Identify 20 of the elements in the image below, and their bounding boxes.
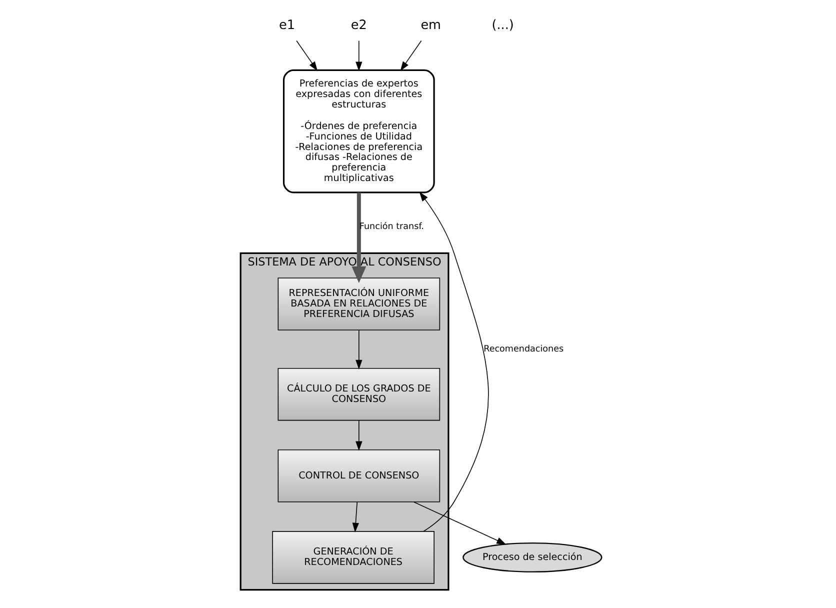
arrow xyxy=(400,40,422,72)
node-text: em xyxy=(420,18,442,34)
arrow xyxy=(419,192,489,532)
node-box: REPRESENTACIÓN UNIFORME BASADA EN RELACIONES DE PREFERENCIA DIFUSAS xyxy=(278,278,440,330)
arrow xyxy=(413,501,506,545)
node-box: CÁLCULO DE LOS GRADOS DE CONSENSO xyxy=(278,368,440,421)
node-box: CONTROL DE CONSENSO xyxy=(278,450,440,502)
node-box: GENERACIÓN DE RECOMENDACIONES xyxy=(272,531,434,584)
edge-label: Recomendaciones xyxy=(484,344,564,354)
label: (...) xyxy=(492,18,514,34)
node-ellipse: Proceso de selección xyxy=(462,542,602,572)
arrow xyxy=(296,40,318,72)
arrow xyxy=(356,330,362,370)
arrow xyxy=(356,40,362,72)
arrow xyxy=(352,192,366,283)
node-box: Preferencias de expertos expresadas con diferentes estructuras -Órdenes de preferencia -Funciones de Utilidad -Relaciones de preferencia difusas -Relaciones de preferencia multiplicativas xyxy=(282,69,435,194)
node-text: e1 xyxy=(278,18,295,34)
arrow xyxy=(352,502,360,532)
node-text: e2 xyxy=(350,18,367,34)
arrow xyxy=(356,420,362,451)
